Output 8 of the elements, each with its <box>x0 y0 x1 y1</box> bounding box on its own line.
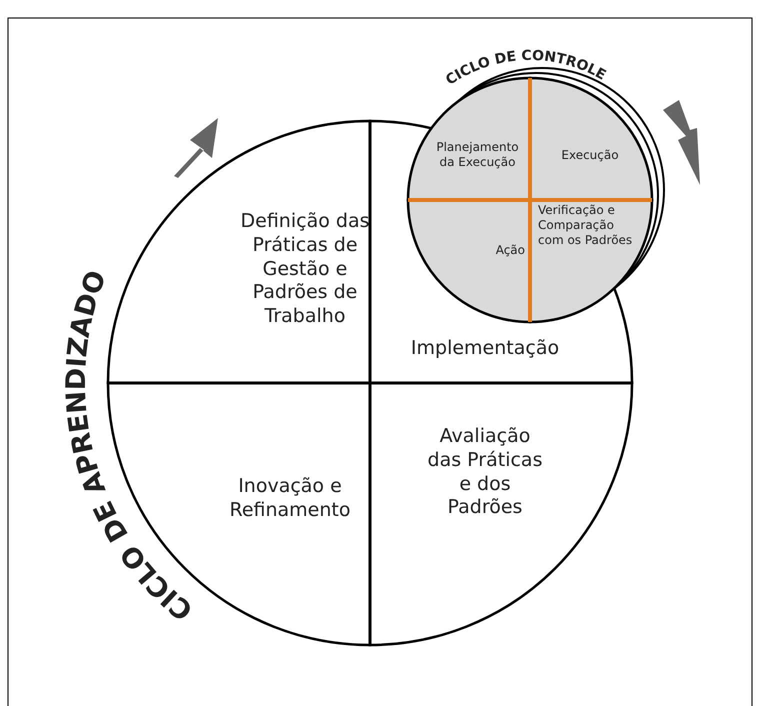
quadrant-text: Definição das Práticas de Gestão e Padrões de Trabalho <box>240 210 370 329</box>
quadrant-text: Implementação <box>410 337 560 361</box>
quadrant-text: Inovação e Refinamento <box>228 475 352 522</box>
quadrant-text: Avaliação das Práticas e dos Padrões <box>426 425 544 520</box>
quadrant-text: Verificação e Comparação com os Padrões <box>538 203 634 248</box>
quadrant-text: Ação <box>494 243 525 258</box>
quadrant-text: Planejamento da Execução <box>435 140 520 170</box>
quadrant-text: Execução <box>560 148 620 163</box>
